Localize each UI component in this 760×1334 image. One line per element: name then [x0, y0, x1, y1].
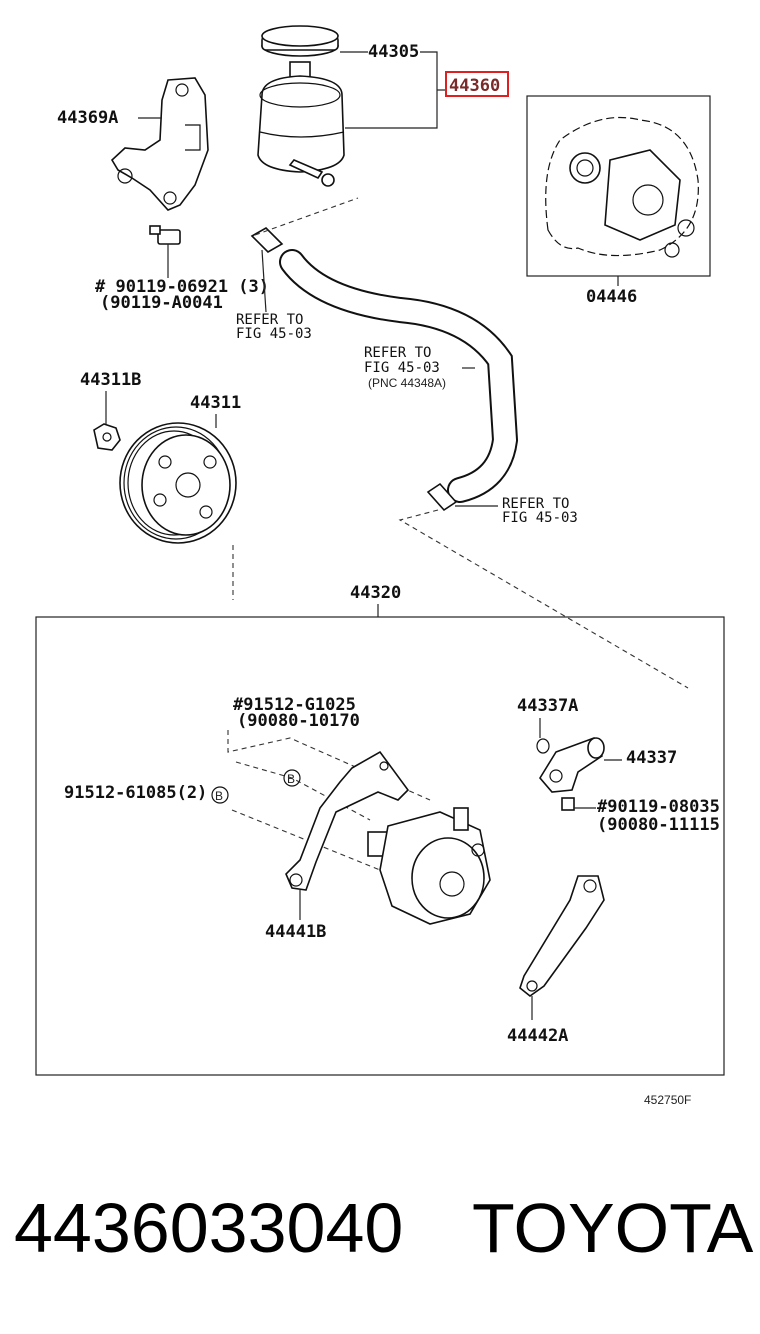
- refer-text-1b: FIG 45-03: [236, 326, 312, 342]
- label-90119-08035: #90119-08035: [597, 797, 720, 817]
- label-44337A: 44337A: [517, 696, 578, 716]
- brand-caption: TOYOTA: [472, 1189, 754, 1267]
- figure-code: 452750F: [644, 1093, 691, 1107]
- bolt-90119-08035[interactable]: [561, 797, 575, 811]
- return-hose[interactable]: [279, 249, 519, 503]
- label-44441B: 44441B: [265, 922, 326, 942]
- highlight-box: [445, 71, 509, 97]
- label-90119-06921: # 90119-06921 (3): [95, 277, 269, 297]
- o-ring-44337A[interactable]: [536, 738, 550, 754]
- label-44305: 44305: [368, 42, 419, 62]
- label-91512-61085: 91512-61085(2): [64, 783, 207, 803]
- label-90119-A0041: (90119-A0041: [100, 293, 223, 313]
- circle-b-2: B: [287, 772, 295, 786]
- refer-text-2a: REFER TO: [364, 345, 431, 361]
- gasket-kit-04446[interactable]: [545, 117, 699, 258]
- refer-text-3a: REFER TO: [502, 496, 569, 512]
- bracket-plate-44441B[interactable]: [285, 750, 410, 891]
- circle-b-1: B: [215, 789, 223, 803]
- hose-clamp-top[interactable]: [250, 227, 284, 253]
- label-44320: 44320: [350, 583, 401, 603]
- refer-text-1a: REFER TO: [236, 312, 303, 328]
- label-44360[interactable]: 44360: [449, 76, 500, 96]
- reservoir-tank[interactable]: [257, 25, 345, 187]
- label-44337: 44337: [626, 748, 677, 768]
- bolt-90119-06921[interactable]: [149, 225, 181, 245]
- nut-44311B[interactable]: [93, 423, 121, 451]
- label-91512-G1025: #91512-G1025: [233, 695, 356, 715]
- label-04446: 04446: [586, 287, 637, 307]
- refer-text-2b: FIG 45-03: [364, 360, 440, 376]
- label-44369A: 44369A: [57, 108, 118, 128]
- vane-pump-body[interactable]: [367, 807, 491, 925]
- union-fitting-44337[interactable]: [539, 736, 605, 793]
- stay-44442A[interactable]: [519, 875, 605, 998]
- label-90080-11115: (90080-11115: [597, 815, 720, 835]
- pulley-44311[interactable]: [119, 422, 237, 544]
- label-44442A: 44442A: [507, 1026, 568, 1046]
- part-number-caption: 4436033040: [14, 1189, 404, 1267]
- hose-clamp-bottom[interactable]: [426, 482, 458, 512]
- refer-text-2c: (PNC 44348A): [368, 376, 446, 390]
- bracket-44369A[interactable]: [110, 77, 209, 211]
- pump-assembly-frame: [35, 616, 725, 1076]
- label-90080-10170: (90080-10170: [237, 711, 360, 731]
- label-44311: 44311: [190, 393, 241, 413]
- label-44311B: 44311B: [80, 370, 141, 390]
- refer-text-3b: FIG 45-03: [502, 510, 578, 526]
